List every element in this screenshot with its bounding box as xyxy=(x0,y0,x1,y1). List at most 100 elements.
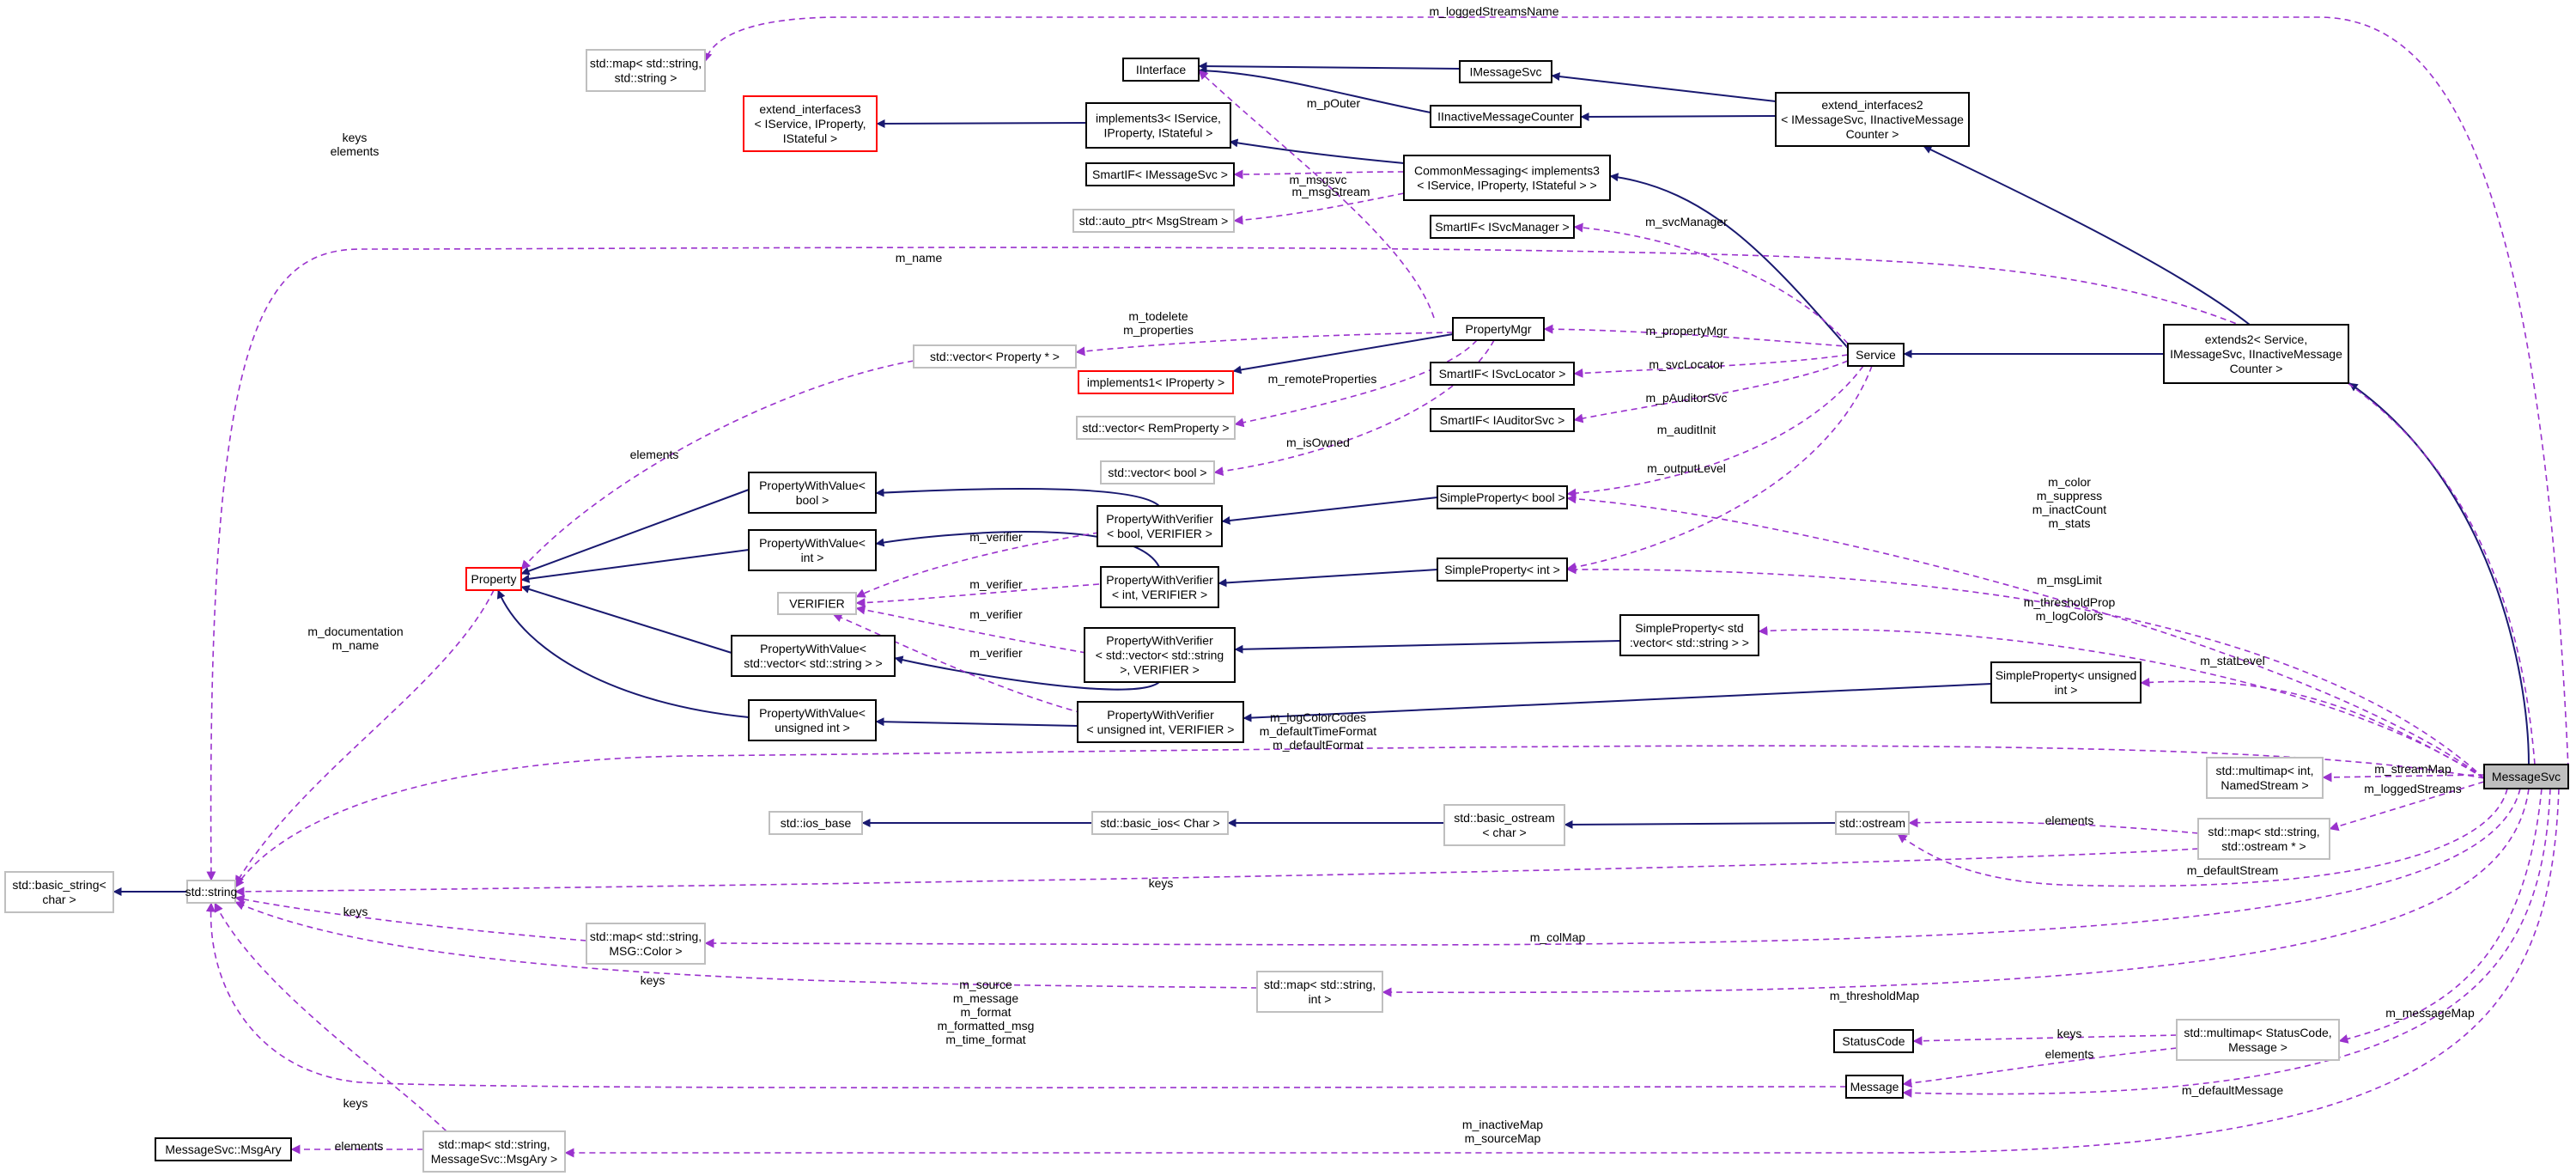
node-label-line: std::basic_ios< Char > xyxy=(1100,816,1219,830)
inheritance-edge-15 xyxy=(875,488,1160,507)
node-box xyxy=(1990,661,2142,704)
edge-label-message-fields: m_formatted_msg xyxy=(938,1019,1035,1033)
node-box xyxy=(155,1137,292,1161)
class-node-simpleproperty-int[interactable]: SimpleProperty< int > xyxy=(1437,558,1568,582)
class-node-imessagesvc[interactable]: IMessageSvc xyxy=(1459,60,1552,83)
class-node-pwver-bool[interactable]: PropertyWithVerifier< bool, VERIFIER > xyxy=(1097,505,1223,547)
edge-label-elements-ostream: elements xyxy=(2045,813,2094,827)
node-label-line: NamedStream > xyxy=(2221,778,2308,792)
usage-edge-48 xyxy=(1566,564,2485,779)
edge-label-documentation: m_documentation xyxy=(307,625,403,638)
inheritance-edge-8 xyxy=(1229,138,1405,164)
class-node-pwv-bool[interactable]: PropertyWithValue<bool > xyxy=(748,472,877,514)
node-label-line: std::map< std::string, xyxy=(590,57,702,70)
node-box xyxy=(1100,460,1215,484)
node-label-line: PropertyMgr xyxy=(1465,322,1531,336)
class-node-map-string-int[interactable]: std::map< std::string,int > xyxy=(1256,971,1383,1013)
class-node-pwv-uint[interactable]: PropertyWithValue<unsigned int > xyxy=(748,699,877,741)
node-box xyxy=(777,592,857,615)
nodes-layer: MessageSvc extends2< Service,IMessageSvc,… xyxy=(4,49,2569,1173)
node-label-line: < int, VERIFIER > xyxy=(1112,588,1207,601)
class-node-basic-ostream[interactable]: std::basic_ostream< char > xyxy=(1443,804,1565,846)
class-node-auto-ptr-msgstream[interactable]: std::auto_ptr< MsgStream > xyxy=(1072,209,1235,233)
node-label-line: SmartIF< IAuditorSvc > xyxy=(1440,413,1565,427)
edge-label-verifier2: m_verifier xyxy=(969,577,1023,591)
class-node-iinterface[interactable]: IInterface xyxy=(1122,58,1200,82)
node-box xyxy=(2206,757,2324,799)
class-node-implements3[interactable]: implements3< IService,IProperty, IStatef… xyxy=(1085,102,1231,149)
node-label-line: Message xyxy=(1850,1080,1899,1094)
edge-label-inactivemap: m_inactiveMap xyxy=(1462,1118,1543,1131)
edge-label-color-group: m_color xyxy=(2048,475,2091,489)
class-node-smartif-imessagesvc[interactable]: SmartIF< IMessageSvc > xyxy=(1085,162,1235,186)
class-node-implements1[interactable]: implements1< IProperty > xyxy=(1078,370,1234,394)
class-node-messagesvc[interactable]: MessageSvc xyxy=(2483,764,2569,789)
node-label-line: std::vector< std::string > > xyxy=(744,656,882,670)
node-label-line: int > xyxy=(801,551,824,564)
edge-label-message-fields: m_source xyxy=(959,978,1012,991)
node-label-line: Message > xyxy=(2228,1040,2287,1054)
class-node-vector-remproperty[interactable]: std::vector< RemProperty > xyxy=(1076,416,1236,440)
class-node-pwv-int[interactable]: PropertyWithValue<int > xyxy=(748,529,877,571)
usage-edge-59 xyxy=(234,901,1258,989)
class-node-pwver-int[interactable]: PropertyWithVerifier< int, VERIFIER > xyxy=(1100,566,1219,608)
class-node-string[interactable]: std::string xyxy=(185,880,238,904)
class-node-vector-bool[interactable]: std::vector< bool > xyxy=(1100,460,1215,484)
class-node-vector-property[interactable]: std::vector< Property * > xyxy=(913,344,1077,369)
class-node-iinactivemessagecounter[interactable]: IInactiveMessageCounter xyxy=(1430,105,1582,128)
class-node-basic-ios[interactable]: std::basic_ios< Char > xyxy=(1091,811,1229,835)
class-node-smartif-iauditorsvc[interactable]: SmartIF< IAuditorSvc > xyxy=(1430,408,1575,432)
node-box xyxy=(186,880,236,904)
class-node-msgary[interactable]: MessageSvc::MsgAry xyxy=(155,1137,292,1161)
class-node-multimap-int-namedstream[interactable]: std::multimap< int,NamedStream > xyxy=(2206,757,2324,799)
class-node-map-string-color[interactable]: std::map< std::string,MSG::Color > xyxy=(586,923,706,965)
edge-label-keys-color: keys xyxy=(343,905,368,918)
inheritance-edge-17 xyxy=(894,655,1160,691)
usage-edge-56 xyxy=(1897,788,2508,887)
node-box xyxy=(1076,416,1236,440)
node-label-line: int > xyxy=(2055,683,2078,697)
class-node-propertymgr[interactable]: PropertyMgr xyxy=(1452,317,1545,341)
class-node-simpleproperty-bool[interactable]: SimpleProperty< bool > xyxy=(1437,485,1568,509)
class-node-extend-interfaces2[interactable]: extend_interfaces2< IMessageSvc, IInacti… xyxy=(1775,92,1970,147)
node-label-line: std::basic_ostream xyxy=(1454,811,1555,825)
class-node-statuscode[interactable]: StatusCode xyxy=(1833,1029,1914,1053)
edge-label-svcmanager: m_svcManager xyxy=(1645,215,1728,228)
usage-edge-34 xyxy=(1566,365,1873,572)
node-label-line: extend_interfaces3 xyxy=(759,102,861,116)
edge-label-verifier1: m_verifier xyxy=(969,530,1023,544)
class-node-basic-string[interactable]: std::basic_string<char > xyxy=(4,871,114,913)
class-node-verifier[interactable]: VERIFIER xyxy=(777,592,857,615)
class-node-smartif-isvcmanager[interactable]: SmartIF< ISvcManager > xyxy=(1430,215,1575,239)
class-node-property[interactable]: Property xyxy=(465,567,522,591)
class-node-smartif-isvclocator[interactable]: SmartIF< ISvcLocator > xyxy=(1430,362,1575,386)
node-box xyxy=(1452,317,1545,341)
node-box xyxy=(1097,505,1223,547)
edge-label-auditinit: m_auditInit xyxy=(1657,423,1716,436)
class-node-service[interactable]: Service xyxy=(1847,343,1905,367)
class-node-ios-base[interactable]: std::ios_base xyxy=(769,811,863,835)
edge-label-defaultmessage: m_defaultMessage xyxy=(2182,1083,2284,1097)
class-node-map-string-ostream[interactable]: std::map< std::string,std::ostream * > xyxy=(2197,818,2330,860)
edge-label-loggedstreamsname: m_loggedStreamsName xyxy=(1430,4,1559,18)
inheritance-edge-12 xyxy=(1218,569,1438,588)
inheritance-edge-7 xyxy=(876,119,1087,128)
class-node-map-string-msgary[interactable]: std::map< std::string,MessageSvc::MsgAry… xyxy=(422,1130,566,1173)
node-label-line: std::string xyxy=(185,885,238,899)
class-node-map-string-string[interactable]: std::map< std::string,std::string > xyxy=(586,49,706,92)
node-label-line: std::map< std::string, xyxy=(590,929,702,943)
class-node-message[interactable]: Message xyxy=(1845,1075,1904,1099)
usage-edge-40 xyxy=(1233,192,1405,225)
class-node-multimap-statuscode-message[interactable]: std::multimap< StatusCode,Message > xyxy=(2176,1019,2340,1061)
usage-edge-32 xyxy=(1573,222,1849,344)
class-node-pwver-vecstring[interactable]: PropertyWithVerifier< std::vector< std::… xyxy=(1084,627,1236,683)
class-node-pwver-uint[interactable]: PropertyWithVerifier< unsigned int, VERI… xyxy=(1077,701,1244,743)
class-node-extend-interfaces3[interactable]: extend_interfaces3< IService, IProperty,… xyxy=(743,95,878,152)
class-node-extends2[interactable]: extends2< Service,IMessageSvc, IInactive… xyxy=(2163,324,2349,384)
class-node-simpleproperty-vecstring[interactable]: SimpleProperty< std:vector< std::string … xyxy=(1619,614,1759,656)
class-node-ostream[interactable]: std::ostream xyxy=(1835,811,1910,835)
class-node-pwv-vecstring[interactable]: PropertyWithValue<std::vector< std::stri… xyxy=(731,635,896,677)
class-node-commonmessaging[interactable]: CommonMessaging< implements3< IService, … xyxy=(1403,155,1611,201)
edge-label-verifier3: m_verifier xyxy=(969,607,1023,621)
